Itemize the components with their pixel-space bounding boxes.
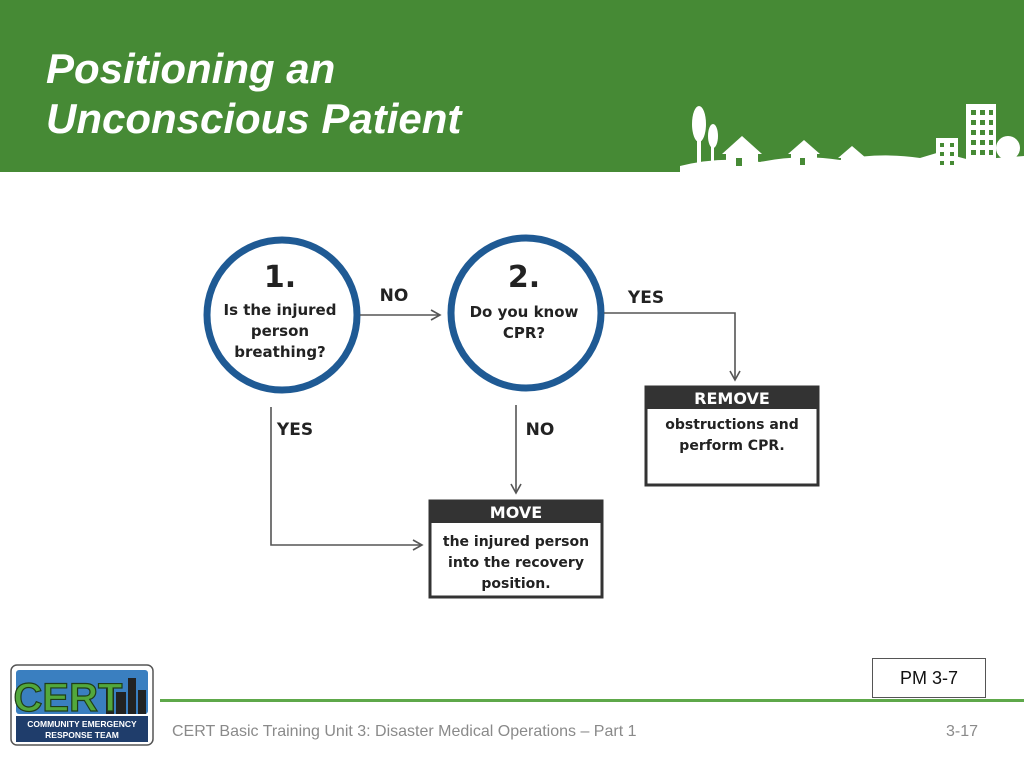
move-box-line-3: position. — [481, 576, 550, 592]
title-line-2: Unconscious Patient — [46, 95, 462, 142]
label-no-step1: NO — [380, 286, 409, 306]
slide-title: Positioning an Unconscious Patient — [46, 44, 461, 144]
arrow-step1-to-move — [270, 407, 424, 551]
title-banner: Positioning an Unconscious Patient — [0, 0, 1024, 172]
reference-label: PM 3-7 — [899, 667, 959, 688]
town-skyline-icon — [680, 104, 1024, 172]
step-1-line-3: breathing? — [234, 343, 326, 361]
remove-box-line-2: perform CPR. — [679, 438, 784, 454]
move-box-line-1: the injured person — [443, 534, 589, 550]
remove-box-line-1: obstructions and — [665, 417, 799, 433]
cert-logo-line-2: RESPONSE TEAM — [45, 730, 119, 740]
step-1-number: 1. — [264, 260, 296, 295]
move-box-title: MOVE — [490, 503, 542, 522]
remove-box-title: REMOVE — [694, 389, 770, 408]
arrow-step2-to-remove — [604, 312, 741, 382]
move-box-header — [430, 501, 602, 523]
unconscious-patient-flowchart: 1. Is the injured person breathing? 2. D… — [203, 234, 820, 599]
label-yes-step1: YES — [276, 420, 313, 440]
step-2-number: 2. — [508, 260, 540, 295]
label-yes-step2: YES — [627, 288, 664, 308]
step-1-circle — [203, 236, 361, 394]
step-2-circle — [447, 234, 605, 392]
step-2-line-2: CPR? — [503, 324, 545, 342]
footer-course-title: CERT Basic Training Unit 3: Disaster Med… — [172, 723, 637, 740]
step-1-line-1: Is the injured — [224, 301, 337, 319]
page-number: 3-17 — [946, 723, 979, 740]
label-no-step2: NO — [526, 420, 555, 440]
footer-divider — [160, 699, 1024, 702]
cert-wordmark: CERT — [14, 676, 123, 720]
cert-logo-line-1: COMMUNITY EMERGENCY — [27, 719, 137, 729]
title-line-1: Positioning an — [46, 45, 336, 92]
remove-box-header — [646, 387, 818, 409]
reference-box: PM 3-7 — [872, 658, 986, 698]
move-box-line-2: into the recovery — [448, 555, 584, 571]
step-1-line-2: person — [251, 322, 309, 340]
cert-logo: CERT COMMUNITY EMERGENCY RESPONSE TEAM — [10, 664, 154, 746]
step-2-line-1: Do you know — [470, 303, 579, 321]
